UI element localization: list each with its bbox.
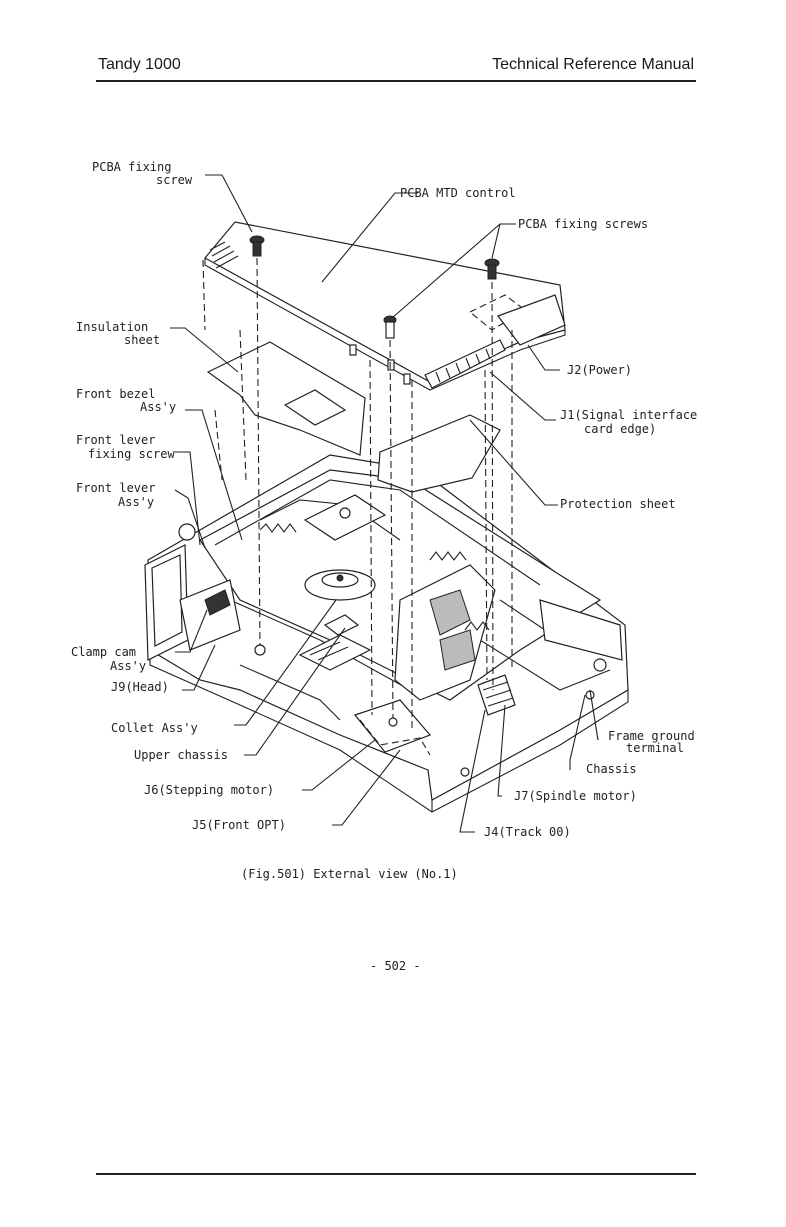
label-upper-chassis: Upper chassis <box>134 748 228 762</box>
label-clamp-cam: Clamp cam <box>71 645 136 659</box>
label-j4-track-00: J4(Track 00) <box>484 825 571 839</box>
protection-sheet <box>377 414 501 493</box>
footer-rule <box>96 1173 696 1175</box>
header-rule <box>96 80 696 82</box>
pcba-screw-left <box>249 235 265 257</box>
leader-lines <box>170 174 599 833</box>
label-insulation-sheet: Insulation <box>76 320 148 334</box>
label-front-lever-2: Ass'y <box>118 495 154 509</box>
pcba-screw-right <box>484 258 500 280</box>
label-front-lever: Front lever <box>76 481 155 495</box>
label-insulation-sheet-2: sheet <box>124 333 160 347</box>
label-front-lever-fixing-screw-2: fixing screw <box>88 447 175 461</box>
label-j5-front-opt: J5(Front OPT) <box>192 818 286 832</box>
alignment-lines <box>202 257 513 730</box>
label-j1-signal: J1(Signal interface <box>560 408 697 422</box>
insulation-sheet <box>206 341 366 456</box>
figure-caption: (Fig.501) External view (No.1) <box>241 867 458 881</box>
label-j6-stepping-motor: J6(Stepping motor) <box>144 783 274 797</box>
label-protection-sheet: Protection sheet <box>560 497 676 511</box>
j2-power-connector <box>468 294 526 331</box>
label-j7-spindle-motor: J7(Spindle motor) <box>514 789 637 803</box>
label-frame-ground: Frame ground <box>608 729 695 743</box>
header-title-right: Technical Reference Manual <box>492 56 694 73</box>
label-j9-head: J9(Head) <box>111 680 169 694</box>
page-number: - 502 - <box>370 959 421 973</box>
header-title-left: Tandy 1000 <box>98 56 181 73</box>
label-front-bezel: Front bezel <box>76 387 155 401</box>
label-pcba-mtd-control: PCBA MTD control <box>400 186 516 200</box>
label-clamp-cam-2: Ass'y <box>110 659 146 673</box>
labels: PCBA fixing screw PCBA MTD control PCBA … <box>71 160 697 839</box>
label-j2-power: J2(Power) <box>567 363 632 377</box>
label-frame-ground-2: terminal <box>626 741 684 755</box>
label-front-bezel-2: Ass'y <box>140 400 176 414</box>
pcba-board <box>204 221 566 391</box>
label-pcba-fixing-screw-2: screw <box>156 173 193 187</box>
label-pcba-fixing-screws: PCBA fixing screws <box>518 217 648 231</box>
pcba-screw-center <box>383 315 397 339</box>
card-edge <box>424 339 506 389</box>
label-j1-signal-2: card edge) <box>584 422 656 436</box>
label-collet: Collet Ass'y <box>111 721 198 735</box>
label-pcba-fixing-screw: PCBA fixing <box>92 160 171 174</box>
label-chassis: Chassis <box>586 762 637 776</box>
label-front-lever-fixing-screw: Front lever <box>76 433 155 447</box>
